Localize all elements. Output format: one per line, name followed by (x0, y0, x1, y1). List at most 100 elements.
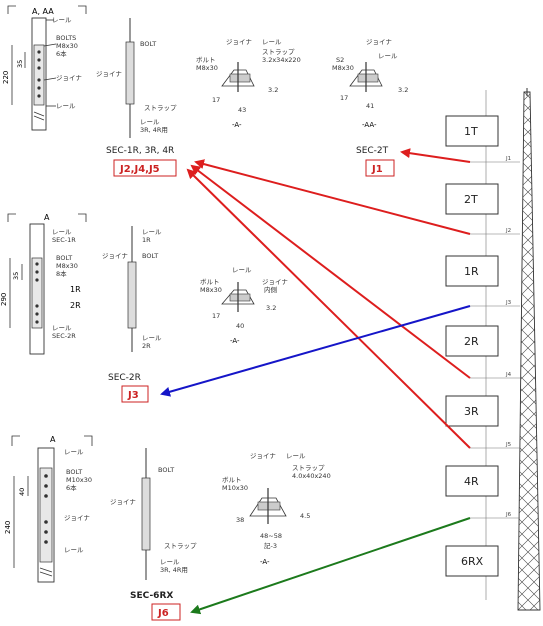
sec2-mid-rail-bot-2: 2R (142, 342, 151, 350)
sec6-bolt-holes (44, 474, 48, 544)
sec6-joint: J6 (157, 608, 169, 619)
tower-joint-j4: J4 (505, 372, 512, 378)
section-box-2r: 2R (445, 325, 499, 357)
sec2-mid-rail-top-1: レール (142, 228, 162, 236)
svg-text:1T: 1T (464, 125, 478, 138)
sec1-mid-joiner-label: ジョイナ (96, 70, 122, 78)
arrow-j4 (190, 164, 471, 379)
tower-joint-j6: J6 (505, 512, 512, 518)
sec1-mid-rail-1: レール (140, 118, 160, 126)
sec1-detA-dim-32: 3.2 (268, 86, 278, 94)
sec2-detA-dim-32: 3.2 (266, 304, 276, 312)
sec2-bolts-1: BOLT (56, 254, 72, 262)
sec1-rail-top-label: レール (52, 16, 72, 24)
arrow-j3 (160, 305, 471, 397)
sec1-detAA-rail: レール (378, 52, 398, 60)
sec2-view-head: A (44, 213, 50, 222)
sec2-title: SEC-2R (108, 373, 141, 383)
sec6-view-head: A (50, 435, 56, 444)
sec1-detA-caption: -A- (232, 121, 242, 129)
sec6-bolts-1: BOLT (66, 468, 82, 476)
sec2-mid-rail-top-2: 1R (142, 236, 151, 244)
sec1-joint-box: J2,J4,J5 (113, 159, 177, 177)
tower-joint-j3: J3 (505, 300, 512, 306)
sec1-joiner-label: ジョイナ (56, 74, 82, 82)
view-marker-right (78, 5, 87, 14)
svg-text:3R: 3R (464, 405, 479, 418)
sec1-joiner-plate (33, 44, 45, 106)
tower-body (517, 91, 541, 611)
sec1-mid-bolt: BOLT (140, 40, 156, 48)
section-box-2t: 2T (445, 183, 499, 215)
sec2-rail-top-2: SEC-1R (52, 236, 76, 244)
sec6-group: A 240 40 レール BOLT M10x30 6本 ジョイナ レール BOL… (4, 435, 331, 621)
arrows (160, 148, 471, 615)
section-box-1r: 1R (445, 255, 499, 287)
sec6-rail-top: レール (64, 448, 84, 456)
sec6-title: SEC-6RX (130, 591, 173, 601)
sec6-detA-caption: -A- (260, 558, 270, 566)
sec6-mid-joiner: ジョイナ (110, 498, 136, 506)
sec2-view-marker-left (7, 213, 16, 222)
sec2-bolts-3: 8本 (56, 269, 67, 278)
sec2-mid-joiner: ジョイナ (102, 252, 128, 260)
sec2-tag-2r: 2R (70, 301, 81, 310)
tower-joint-j1: J1 (505, 156, 511, 162)
svg-text:4R: 4R (464, 475, 479, 488)
sec2t-title: SEC-2T (356, 146, 389, 156)
sec6-detA-dim-48-58: 48~58 (260, 532, 282, 540)
sec1-dim-220: 220 (2, 71, 10, 84)
sec2-rail-bot-2: SEC-2R (52, 332, 76, 340)
sec2-detA-rail: レール (232, 266, 252, 274)
arrow-j2 (194, 159, 471, 235)
sec1-detAA-m8: M8x30 (332, 64, 354, 72)
sec6-view-marker-right (84, 435, 93, 446)
section-box-3r: 3R (445, 395, 499, 427)
sec6-detA-dim-45: 4.5 (300, 512, 310, 520)
sec1-title: SEC-1R, 3R, 4R (106, 146, 174, 156)
sec6-rail-bot: レール (64, 546, 84, 554)
sec6-detA-m10: M10x30 (222, 484, 248, 492)
svg-text:1R: 1R (464, 265, 479, 278)
sec6-dim-240: 240 (4, 521, 12, 534)
sec2-dim-290: 290 (0, 293, 8, 306)
sec2-detA-inner: 内側 (264, 285, 278, 294)
sec2-rail-top-1: レール (52, 228, 72, 236)
sec2t-joint: J1 (371, 164, 383, 175)
sec6-detA-note: 記-3 (264, 541, 277, 550)
sec1-joints: J2,J4,J5 (119, 164, 160, 175)
tower-joint-ticks (470, 161, 520, 519)
sec1-group: A, AA 220 35 レール BOLTS M8x30 6本 ジョイナ レール… (2, 5, 408, 177)
arrow-j1 (400, 148, 471, 163)
sec1-detAA-dim-32: 3.2 (398, 86, 408, 94)
sec2-view-marker-right (78, 213, 87, 222)
sec1-detAA-dim-41: 41 (366, 102, 374, 110)
sec2t-joint-box: J1 (365, 159, 395, 177)
sec6-detA-rail: レール (286, 452, 306, 460)
sec1-detA-bolt: ボルト (196, 56, 216, 64)
arrow-j5 (186, 168, 471, 449)
sec1-detA-strap-size: 3.2x34x220 (262, 56, 301, 64)
tower-joint-j5: J5 (505, 442, 512, 448)
sec2-tag-1r: 1R (70, 285, 81, 294)
section-box-4r: 4R (445, 465, 499, 497)
svg-text:6RX: 6RX (461, 555, 484, 568)
sec2-detA-dim-40: 40 (236, 322, 244, 330)
sec1-detAA-caption: -AA- (362, 121, 377, 129)
tower: J1 J2 J3 J4 J5 J6 (470, 88, 541, 611)
sec6-mid-bolt: BOLT (158, 466, 174, 474)
sec1-detA-joiner: ジョイナ (226, 38, 252, 46)
sec2-detA-m8: M8x30 (200, 286, 222, 294)
sec1-break-mark (33, 111, 45, 121)
sec6-joiner: ジョイナ (64, 514, 90, 522)
sec2-mid-bolt: BOLT (142, 252, 158, 260)
sec1-bolts-label-1: BOLTS (56, 34, 76, 42)
sec6-mid-strap: ストラップ (164, 542, 197, 550)
sec2-detA-joiner: ジョイナ (262, 278, 288, 286)
sec2-rail-bot-1: レール (52, 324, 72, 332)
sec6-detA-strap-size: 4.0x40x240 (292, 472, 331, 480)
section-box-1t: 1T (445, 115, 499, 147)
sec1-bolts-label-3: 6本 (56, 49, 67, 58)
svg-text:2R: 2R (464, 335, 479, 348)
view-marker-left (7, 5, 16, 14)
